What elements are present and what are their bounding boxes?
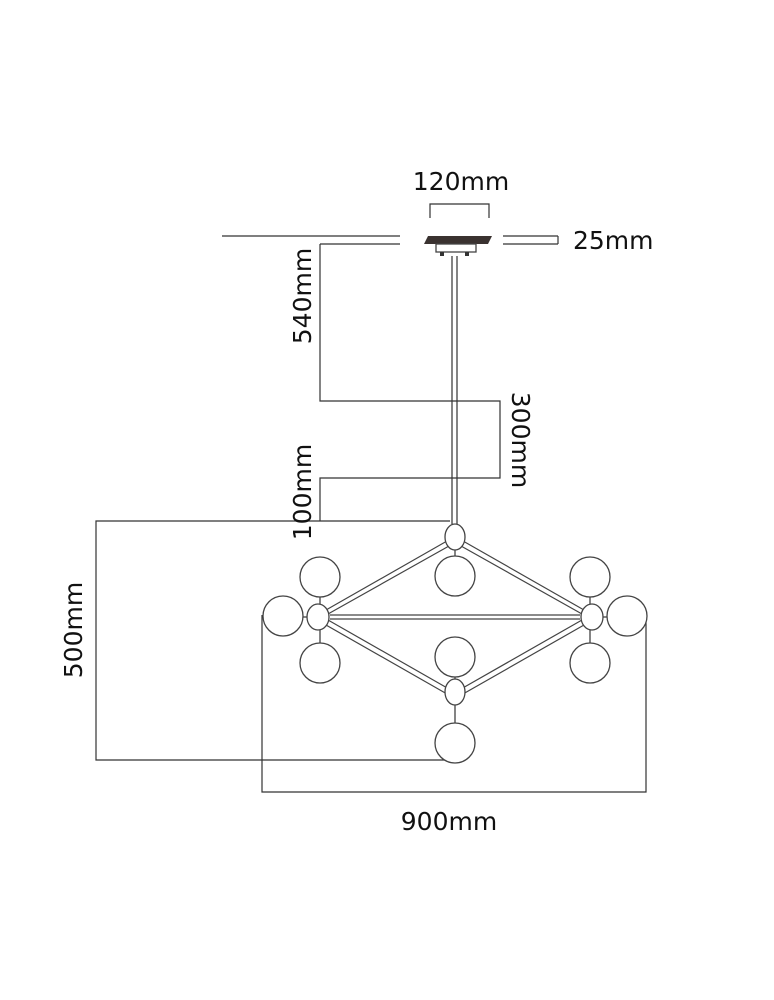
canopy (424, 236, 492, 256)
dimension-lines (95, 244, 647, 793)
canopy-width-bracket (429, 203, 490, 218)
globe (299, 556, 341, 598)
body-width-label: 900mm (401, 807, 497, 836)
globe (434, 636, 476, 678)
globe (434, 555, 476, 597)
globes (262, 555, 648, 764)
rod (451, 256, 458, 524)
canopy-height-label: 25mm (573, 226, 654, 255)
ceiling-lines (222, 235, 559, 245)
globe (262, 595, 304, 637)
globe (606, 595, 648, 637)
globe (569, 642, 611, 684)
top-offset-label: 100mm (288, 444, 317, 540)
hub (306, 603, 330, 631)
hub (580, 603, 604, 631)
stems (303, 550, 607, 723)
arms (325, 540, 585, 695)
hub (444, 523, 466, 551)
canopy-width-label: 120mm (413, 167, 509, 196)
body-height-label: 500mm (59, 582, 88, 678)
globe (299, 642, 341, 684)
globe (569, 556, 611, 598)
hub (444, 678, 466, 706)
hubs (306, 523, 604, 706)
rod-length-label: 540mm (288, 248, 317, 344)
rod-segment-label: 300mm (506, 392, 535, 488)
globe (434, 722, 476, 764)
